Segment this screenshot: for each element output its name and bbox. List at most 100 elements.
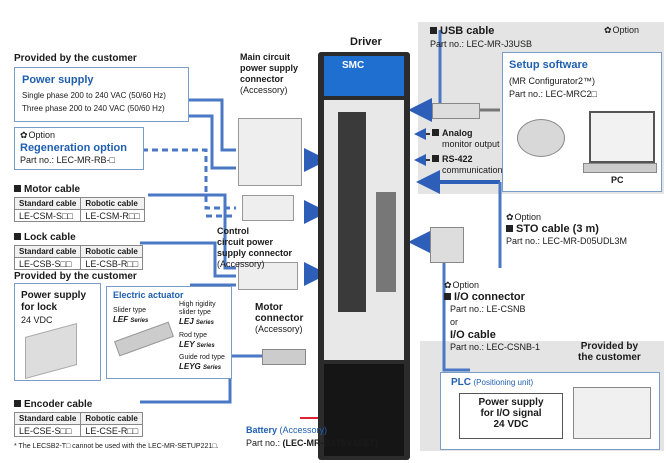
usb-option-text: Option <box>612 25 640 35</box>
plc-box: PLC (Positioning unit) Power supply for … <box>440 372 660 450</box>
io-conn-part: Part no.: LE-CSNB <box>450 304 526 314</box>
regen-option-title: Regeneration option <box>20 142 127 154</box>
rs422-l1-text: RS-422 <box>442 154 473 164</box>
provided-right-l2: the customer <box>578 352 641 363</box>
motor-conn-l3: (Accessory) <box>255 324 303 334</box>
cd-illustration <box>517 119 565 157</box>
control-circuit-connector <box>242 195 294 221</box>
plc-title: PLC <box>451 377 471 388</box>
plc-unit-illustration <box>573 387 651 439</box>
lock-supply-line2: for lock <box>21 302 58 313</box>
regen-option-text: Option <box>28 130 56 140</box>
actuator-guide-label: Guide rod type <box>179 354 225 361</box>
motor-cable-title-text: Motor cable <box>24 184 81 195</box>
motor-connector-label: Motor connector (Accessory) <box>255 302 303 335</box>
actuator-slider-label: Slider type <box>113 307 147 314</box>
plc-sub: (Positioning unit) <box>473 378 534 387</box>
rod-model: LEY <box>179 340 195 349</box>
motor-cable-h2: Robotic cable <box>80 197 145 210</box>
provided-right-l1: Provided by <box>580 341 639 352</box>
io-conn-title: I/O connector <box>444 291 540 303</box>
sto-cable-block: ✿Option STO cable (3 m) Part no.: LEC-MR… <box>506 212 627 247</box>
driver-unit: SMC <box>318 52 410 460</box>
analog-l1: Analog <box>432 128 500 139</box>
main-conn-l1: Main circuit <box>240 52 291 62</box>
encoder-cable-title: Encoder cable <box>14 399 92 410</box>
bullet-icon <box>430 27 437 34</box>
encoder-cable-h2: Robotic cable <box>80 412 144 425</box>
ctrl-conn-l3: supply connector <box>217 248 293 258</box>
usb-part: Part no.: LEC-MR-J3USB <box>430 39 533 49</box>
bullet-icon <box>14 185 21 192</box>
actuator-rigidity-model: LEJ Series <box>179 316 214 329</box>
encoder-cable-v2: LE-CSE-R□□ <box>80 424 144 437</box>
usb-title-text: USB cable <box>440 25 495 37</box>
rs422-label: RS-422 communication <box>432 154 503 176</box>
plc-l2: for I/O signal <box>480 408 542 419</box>
io-conn-title-text: I/O connector <box>454 291 525 303</box>
encoder-cable-h1: Standard cable <box>13 412 82 425</box>
power-supply-three: Three phase 200 to 240 VAC (50/60 Hz) <box>22 104 165 113</box>
regen-option-part: Part no.: LEC-MR-RB-□ <box>20 155 115 165</box>
ctrl-conn-l4: (Accessory) <box>217 259 265 269</box>
plc-l1: Power supply <box>478 397 544 408</box>
main-circuit-connector-label: Main circuit power supply connector (Acc… <box>240 52 298 96</box>
motor-cable-title: Motor cable <box>14 184 80 195</box>
motor-cable-v1: LE-CSM-S□□ <box>13 209 82 222</box>
motor-cable-v2: LE-CSM-R□□ <box>80 209 145 222</box>
encoder-cable-v1: LE-CSE-S□□ <box>13 424 82 437</box>
driver-display <box>324 56 404 96</box>
control-circuit-connector-label: Control circuit power supply connector (… <box>217 226 292 270</box>
lock-cable-v2: LE-CSB-R□□ <box>80 257 144 270</box>
usb-option-tag: ✿Option <box>604 25 639 36</box>
pc-monitor <box>589 111 655 163</box>
actuator-guide-model: LEYG Series <box>179 361 221 374</box>
main-conn-l4: (Accessory) <box>240 85 288 95</box>
gear-icon: ✿ <box>20 130 28 140</box>
provided-by-customer-top: Provided by the customer <box>14 53 137 64</box>
battery-label: Battery (Accessory) Part no.: (LEC-MR-BA… <box>246 425 378 449</box>
analog-l1-text: Analog <box>442 128 473 138</box>
plc-l3: 24 VDC <box>493 419 529 430</box>
lock-power-supply-box: Power supply for lock 24 VDC <box>14 283 101 381</box>
usb-cable-block: USB cable Part no.: LEC-MR-J3USB <box>430 25 532 50</box>
motor-connector <box>238 262 298 290</box>
io-option-text: Option <box>452 280 480 290</box>
bullet-icon <box>506 225 513 232</box>
sto-connector <box>430 227 464 263</box>
plc-power-box: Power supply for I/O signal 24 VDC <box>459 393 563 439</box>
rigidity-model: LEJ <box>179 317 194 326</box>
plc-title-line: PLC (Positioning unit) <box>451 377 533 388</box>
io-option: ✿Option <box>444 280 540 291</box>
sto-part: Part no.: LEC-MR-D05UDL3M <box>506 236 628 246</box>
actuator-rigidity-label1: High rigidity <box>179 301 216 308</box>
rod-series: Series <box>196 343 215 349</box>
motor-cable-h1: Standard cable <box>13 197 82 210</box>
sto-title-text: STO cable (3 m) <box>516 223 599 235</box>
lock-cable-v1: LE-CSB-S□□ <box>13 257 82 270</box>
bullet-icon <box>14 233 21 240</box>
rigidity-series: Series <box>195 320 214 326</box>
slider-series: Series <box>130 318 149 324</box>
pc-label: PC <box>611 175 624 185</box>
bullet-icon <box>432 129 439 136</box>
driver-io-connector <box>376 192 396 292</box>
motor-conn-l1: Motor <box>255 302 283 313</box>
actuator-rigidity-label2: slider type <box>179 309 211 316</box>
driver-bottom <box>324 364 404 456</box>
lock-cable-title-text: Lock cable <box>24 232 76 243</box>
driver-terminal-block <box>338 112 366 312</box>
provided-by-customer-right: Provided by the customer <box>578 341 641 363</box>
rs422-l1: RS-422 <box>432 154 503 165</box>
main-circuit-connector <box>238 118 302 186</box>
setup-software-box: Setup software (MR Configurator2™) Part … <box>502 52 662 192</box>
guide-model: LEYG <box>179 362 201 371</box>
power-supply-box: Power supply Single phase 200 to 240 VAC… <box>14 67 189 122</box>
power-supply-single: Single phase 200 to 240 VAC (50/60 Hz) <box>22 91 166 100</box>
sto-title: STO cable (3 m) <box>506 223 627 235</box>
driver-label: Driver <box>350 36 382 48</box>
actuator-rod-label: Rod type <box>179 332 208 339</box>
lock-supply-device <box>25 323 77 379</box>
